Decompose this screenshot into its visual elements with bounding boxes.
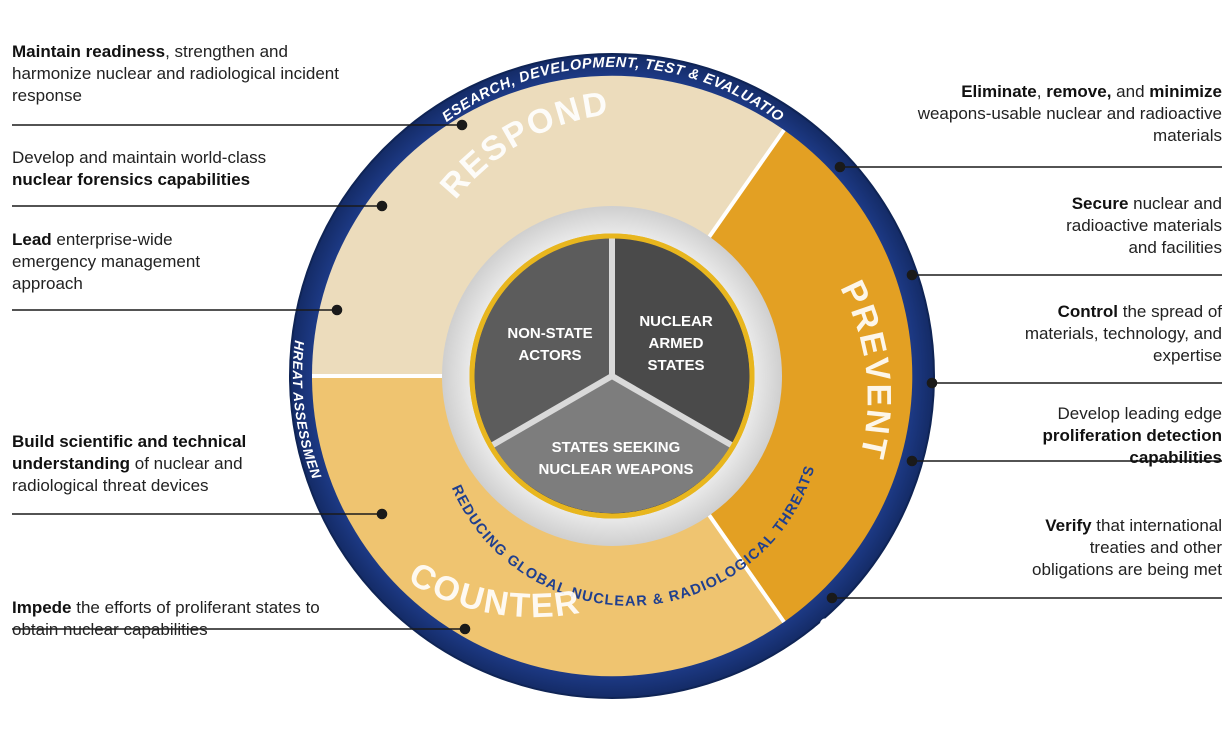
left-note-impede: Impede the efforts of proliferant states… [12,597,332,641]
wedge-label-nonstate-1: NON-STATE [507,325,592,342]
left-note-4-text: of nuclear and radiological threat devic… [12,454,243,495]
right-note-1-bold-c: minimize [1149,82,1222,101]
right-note-5-bold: Verify [1045,516,1092,535]
left-note-3-bold: Lead [12,230,52,249]
right-note-3-bold: Control [1057,302,1119,321]
left-note-4-bold: Build scientific and technical understan… [12,432,247,473]
right-note-control: Control the spread of materials, technol… [1022,301,1222,367]
right-note-secure: Secure nuclear and radioactive materials… [1042,193,1222,259]
wedge-label-armed-3: STATES [648,357,705,374]
left-note-5-text: the efforts of proliferant states to obt… [12,598,320,639]
wedge-label-armed-2: ARMED [649,335,704,352]
right-note-4-bold: proliferation detection capabilities [1042,426,1222,467]
right-note-2-bold: Secure [1071,194,1129,213]
right-note-1-text-c: weapons-usable nuclear and radioactive m… [917,104,1222,145]
right-note-2-text: nuclear and radioactive materials and fa… [1066,194,1222,257]
right-note-3-text: the spread of materials, technology, and… [1024,302,1222,365]
left-note-1-text: , strengthen and harmonize nuclear and r… [12,42,339,105]
segment-dividers [312,128,786,624]
wedge-seeking [493,376,731,514]
right-note-1-bold-b: remove, [1046,82,1112,101]
left-note-readiness: Maintain readiness, strengthen and harmo… [12,41,342,107]
wedge-label-seeking-2: NUCLEAR WEAPONS [538,461,693,478]
right-note-1-text-a: , [1036,82,1047,101]
right-note-4-text: Develop leading edge [1057,404,1222,423]
outer-ring-edge [289,53,935,699]
wedge-dividers [489,236,735,449]
left-note-1-bold: Maintain readiness [12,42,166,61]
wedge-label-armed-1: NUCLEAR [639,313,712,330]
left-note-5-bold: Impede [12,598,72,617]
right-note-verify: Verify that international treaties and o… [1022,515,1222,581]
left-note-forensics: Develop and maintain world-class nuclear… [12,147,312,191]
left-note-2-bold: nuclear forensics capabilities [12,170,251,189]
wedge-label-seeking-1: STATES SEEKING [552,439,681,456]
leader-lines-left [12,119,471,635]
wedge-label-nonstate-2: ACTORS [518,347,581,364]
right-note-detection: Develop leading edge proliferation detec… [1042,403,1222,469]
right-note-1-bold-a: Eliminate [961,82,1037,101]
right-note-1-text-b: and [1111,82,1150,101]
left-note-lead: Lead enterprise-wide emergency managemen… [12,229,237,295]
left-note-3-text: enterprise-wide emergency management app… [12,230,201,293]
left-note-build: Build scientific and technical understan… [12,431,262,497]
leader-lines-right [826,161,1222,604]
center-border [469,233,755,519]
left-note-2-text: Develop and maintain world-class [12,148,267,167]
right-note-eliminate: Eliminate, remove, and minimize weapons-… [912,81,1222,147]
right-note-5-text: that international treaties and other ob… [1032,516,1222,579]
